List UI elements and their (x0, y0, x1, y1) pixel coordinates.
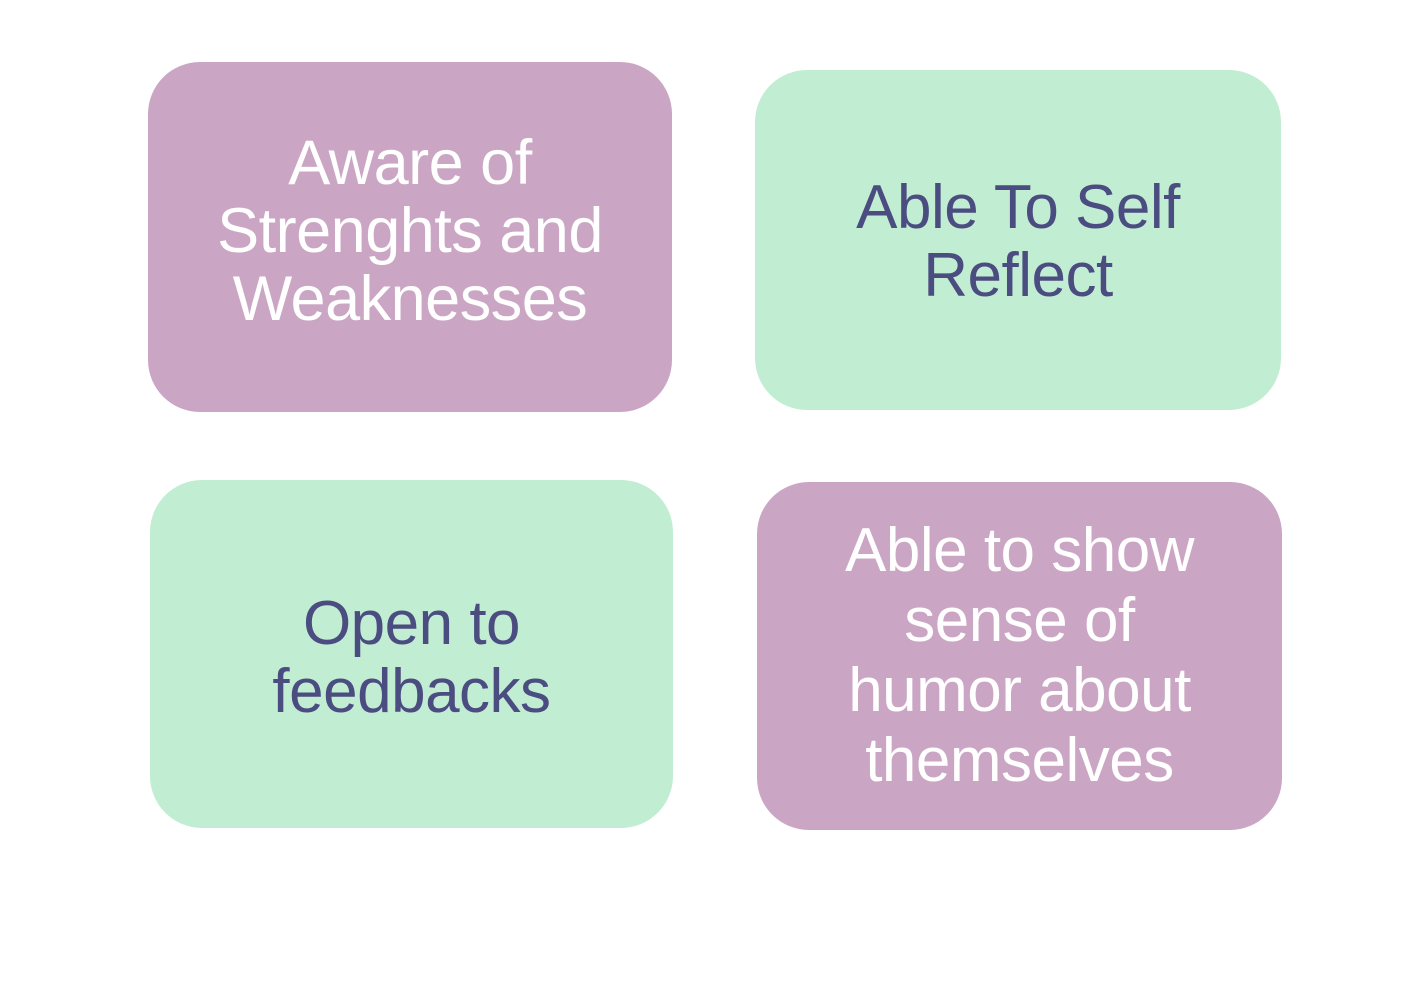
card-open-to-feedbacks[interactable]: Open to feedbacks (150, 480, 673, 828)
card-label: Open to feedbacks (272, 589, 551, 726)
card-aware-of-strengths-and-weaknesses[interactable]: Aware of Strenghts and Weaknesses (148, 62, 672, 412)
card-label: Able To Self Reflect (856, 173, 1180, 310)
card-label: Aware of Strenghts and Weaknesses (217, 128, 603, 334)
card-label: Able to show sense of humor about themse… (845, 516, 1195, 795)
card-able-to-show-sense-of-humor-about-themselves[interactable]: Able to show sense of humor about themse… (757, 482, 1282, 830)
card-able-to-self-reflect[interactable]: Able To Self Reflect (755, 70, 1281, 410)
